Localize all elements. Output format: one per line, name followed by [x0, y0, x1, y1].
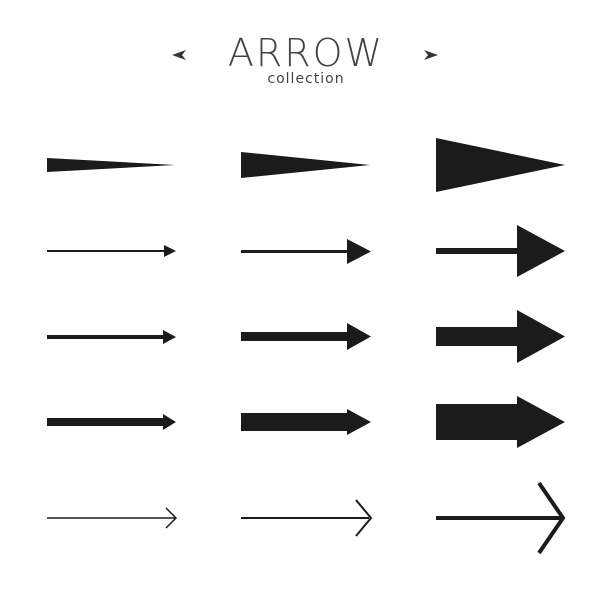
open-chevron-arrow-icon: [47, 507, 178, 529]
line-arrow-icon: [241, 239, 371, 264]
arrow-row-4: [47, 396, 565, 448]
bold-arrow-icon: [436, 310, 565, 363]
medium-arrow-icon: [47, 414, 176, 430]
wedge-arrow-icon: [436, 138, 565, 192]
header: ARROW collection: [0, 0, 612, 100]
bold-line-arrow-icon: [436, 225, 565, 277]
right-triangle-icon: [424, 50, 438, 60]
arrow-row-2: [47, 225, 565, 277]
arrow-row-5: [47, 481, 566, 555]
page-title: ARROW: [227, 31, 385, 75]
wedge-arrow-icon: [47, 158, 175, 172]
left-triangle-icon: [172, 50, 186, 60]
wedge-arrow-icon: [241, 152, 370, 178]
page-subtitle: collection: [267, 71, 345, 87]
open-chevron-arrow-icon: [436, 481, 566, 555]
medium-arrow-icon: [241, 323, 371, 350]
thick-arrow-icon: [241, 409, 371, 435]
block-arrow-icon: [436, 396, 565, 448]
arrow-row-1: [47, 138, 565, 192]
line-arrow-icon: [47, 330, 176, 344]
open-chevron-arrow-icon: [241, 499, 373, 537]
arrow-row-3: [47, 310, 565, 363]
thin-line-arrow-icon: [47, 245, 176, 257]
